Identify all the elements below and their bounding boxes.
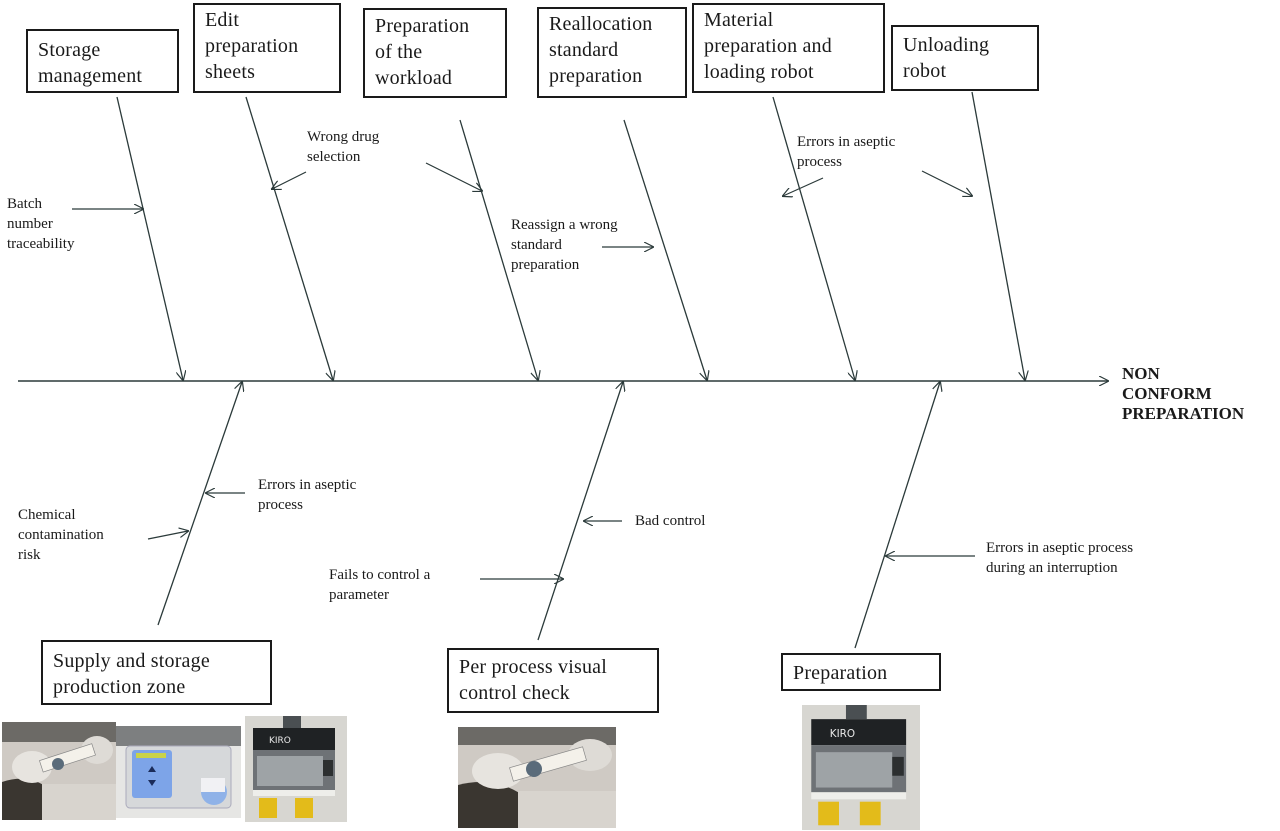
cause-arrow	[147, 531, 188, 540]
bone-visual-control	[537, 382, 623, 641]
bone-edit-preparation-sheets	[245, 96, 333, 380]
syringe-photo	[458, 727, 616, 828]
bone-unloading-robot	[971, 91, 1025, 380]
robot-photo: KIRO	[802, 705, 920, 830]
cause-arrow	[425, 162, 482, 191]
cause-label: Chemical contamination risk	[18, 507, 104, 563]
cause-arrow	[783, 177, 824, 196]
cause-label: Wrong drug selection	[307, 129, 380, 165]
category-box-edit-preparation-sheets: Edit preparation sheets	[193, 3, 341, 93]
category-box-preparation-workload: Preparation of the workload	[363, 8, 507, 98]
category-box-reallocation: Reallocation standard preparation	[537, 7, 687, 98]
effect-label: NON CONFORM PREPARATION	[1122, 364, 1245, 423]
category-box-visual-control: Per process visual control check	[447, 648, 659, 713]
category-box-storage-management: Storage management	[26, 29, 179, 93]
category-box-supply-storage: Supply and storage production zone	[41, 640, 272, 705]
cause-label: Reassign a wrong standard preparation	[511, 217, 618, 273]
cause-label: Errors in aseptic process	[258, 477, 357, 513]
bone-supply-storage	[157, 382, 242, 626]
svg-text:KIRO: KIRO	[830, 728, 855, 740]
bone-preparation-workload	[459, 119, 538, 380]
category-box-unloading-robot: Unloading robot	[891, 25, 1039, 91]
bone-material-preparation	[772, 96, 855, 380]
cause-label: Fails to control a parameter	[329, 567, 431, 603]
cause-label: Errors in aseptic process	[797, 134, 896, 170]
bone-storage-management	[116, 96, 183, 380]
syringe-photo	[2, 722, 116, 820]
bone-reallocation	[623, 119, 707, 380]
cause-label: Errors in aseptic process during an inte…	[986, 540, 1134, 576]
robot-photo: KIRO	[245, 716, 347, 822]
category-box-preparation: Preparation	[781, 653, 941, 691]
pump-photo	[116, 726, 241, 818]
cause-label: Bad control	[635, 513, 706, 529]
bone-preparation	[854, 382, 940, 649]
cause-arrow	[921, 170, 972, 196]
cause-label: Batch number traceability	[7, 196, 75, 252]
category-box-material-preparation: Material preparation and loading robot	[692, 3, 885, 93]
svg-text:KIRO: KIRO	[269, 736, 291, 746]
cause-arrow	[272, 171, 307, 189]
